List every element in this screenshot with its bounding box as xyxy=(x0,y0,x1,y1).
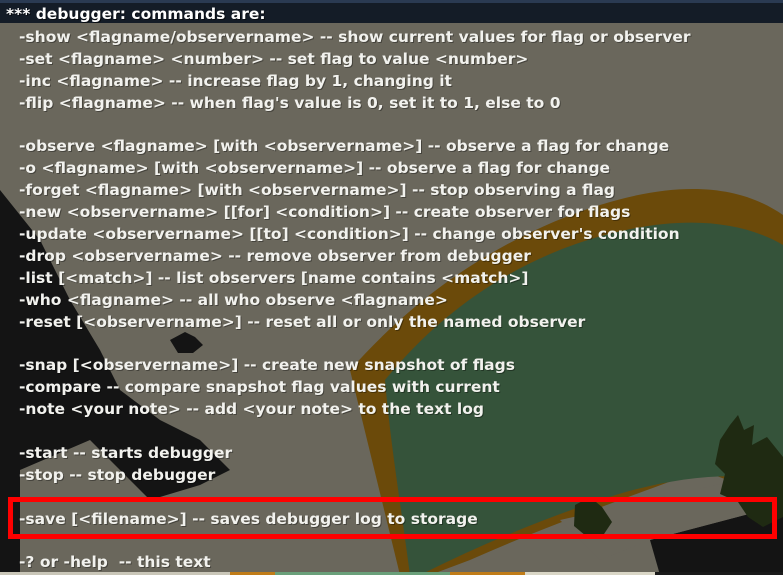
blank-line xyxy=(19,530,691,552)
command-start: -start -- starts debugger xyxy=(19,443,233,462)
command-list: -show <flagname/observername> -- show cu… xyxy=(19,27,691,574)
blank-line xyxy=(19,421,691,443)
command-forget: -forget <flagname> [with <observername>]… xyxy=(19,181,616,200)
blank-line xyxy=(19,333,691,355)
command-save: -save [<filename>] -- saves debugger log… xyxy=(19,509,478,528)
command-show: -show <flagname/observername> -- show cu… xyxy=(19,28,691,46)
command-help: -? or -help -- this text xyxy=(19,553,211,572)
command-update: -update <observername> [[to] <condition>… xyxy=(19,225,680,244)
command-note: -note <your note> -- add <your note> to … xyxy=(19,400,484,419)
debugger-header-bar: *** debugger: commands are: xyxy=(0,0,783,23)
command-list: -list [<match>] -- list observers [name … xyxy=(19,268,529,287)
command-observe: -observe <flagname> [with <observername>… xyxy=(19,137,670,156)
command-inc: -inc <flagname> -- increase flag by 1, c… xyxy=(19,71,452,90)
blank-line xyxy=(19,487,691,509)
command-reset: -reset [<observername>] -- reset all or … xyxy=(19,312,586,331)
command-set: -set <flagname> <number> -- set flag to … xyxy=(19,49,529,68)
command-o: -o <flagname> [with <observername>] -- o… xyxy=(19,159,611,178)
command-new: -new <observername> [[for] <condition>] … xyxy=(19,203,631,222)
command-snap: -snap [<observername>] -- create new sna… xyxy=(19,356,515,375)
command-drop: -drop <observername> -- remove observer … xyxy=(19,246,531,265)
command-who: -who <flagname> -- all who observe <flag… xyxy=(19,290,448,309)
command-flip: -flip <flagname> -- when flag's value is… xyxy=(19,93,561,112)
debugger-title: *** debugger: commands are: xyxy=(6,5,266,23)
command-compare: -compare -- compare snapshot flag values… xyxy=(19,378,500,397)
debugger-help-panel: -show <flagname/observername> -- show cu… xyxy=(0,23,783,572)
command-stop: -stop -- stop debugger xyxy=(19,465,216,484)
blank-line xyxy=(19,115,691,137)
